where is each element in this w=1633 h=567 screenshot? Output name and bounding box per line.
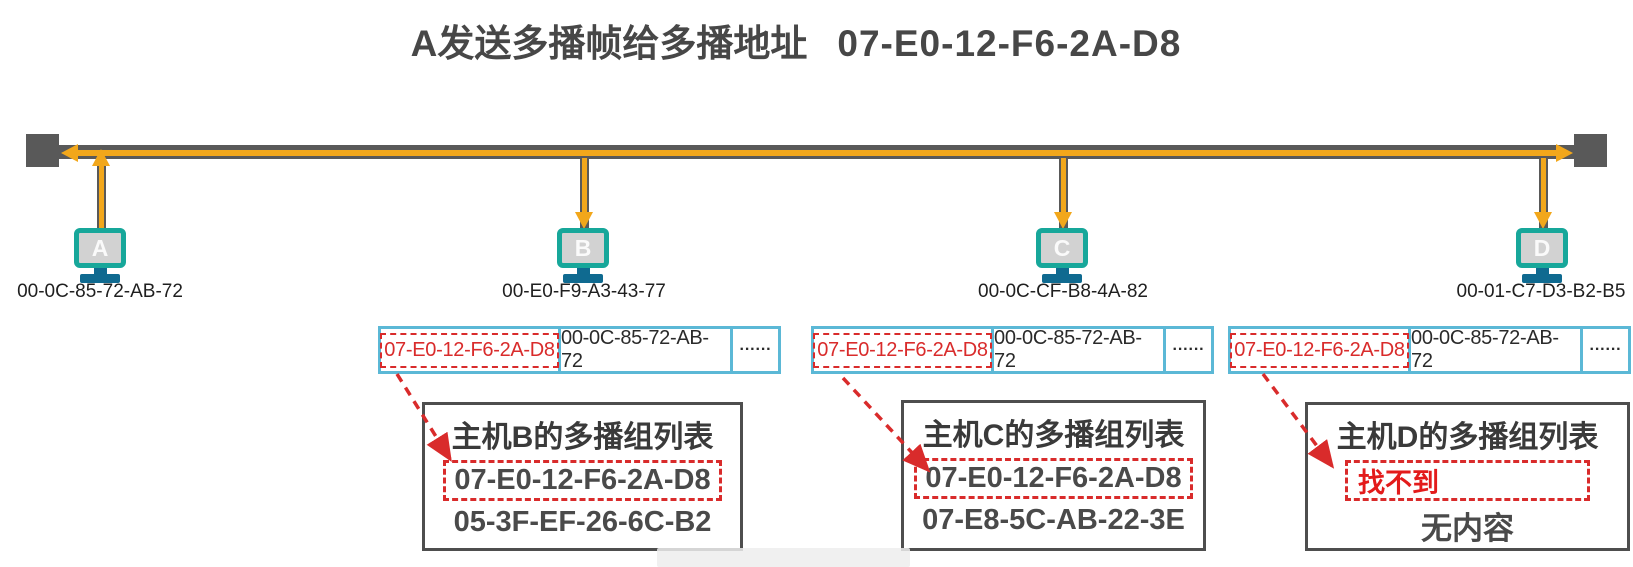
host-b-matched-address: 07-E0-12-F6-2A-D8: [443, 460, 722, 501]
arrow-down-d-icon: [1534, 212, 1552, 229]
host-d-not-found-label: 找不到: [1358, 468, 1439, 498]
host-d-mac-address: 00-01-C7-D3-B2-B5: [1456, 281, 1626, 302]
frame-c-destination-cell: 07-E0-12-F6-2A-D8: [813, 329, 994, 371]
host-d-empty-label: 无内容: [1421, 511, 1514, 546]
frame-b-destination-cell: 07-E0-12-F6-2A-D8: [380, 329, 561, 371]
frame-d-destination-cell: 07-E0-12-F6-2A-D8: [1230, 329, 1411, 371]
title-multicast-address: 07-E0-12-F6-2A-D8: [837, 23, 1182, 64]
bus-signal-line: [76, 150, 1558, 156]
host-d-computer-icon: D: [1516, 228, 1568, 283]
signal-line-c: [1061, 158, 1066, 214]
host-b-mac-address: 00-E0-F9-A3-43-77: [502, 281, 666, 302]
frame-received-by-b: 07-E0-12-F6-2A-D8 00-0C-85-72-AB-72 ····…: [378, 326, 781, 374]
host-a-stand: [93, 268, 107, 274]
frame-d-source-address: 00-0C-85-72-AB-72: [1411, 327, 1583, 372]
arrow-down-b-icon: [575, 212, 593, 229]
host-b-stand-base: [563, 274, 603, 283]
host-c-mac-address: 00-0C-CF-B8-4A-82: [978, 281, 1148, 302]
title-text: A发送多播帧给多播地址: [410, 23, 808, 64]
frame-received-by-d: 07-E0-12-F6-2A-D8 00-0C-85-72-AB-72 ····…: [1228, 326, 1631, 374]
host-c-matched-address: 07-E0-12-F6-2A-D8: [914, 458, 1193, 499]
host-b-multicast-group-list: 主机B的多播组列表 07-E0-12-F6-2A-D8 05-3F-EF-26-…: [422, 402, 743, 551]
host-c-stand-base: [1042, 274, 1082, 283]
frame-c-source-address: 00-0C-85-72-AB-72: [994, 327, 1166, 372]
frame-c-destination-address: 07-E0-12-F6-2A-D8: [813, 332, 992, 368]
host-b-label: B: [557, 228, 609, 268]
frame-d-payload-ellipsis: ······: [1589, 341, 1622, 358]
host-b-other-address: 05-3F-EF-26-6C-B2: [453, 506, 712, 538]
host-b-computer-icon: B: [557, 228, 609, 283]
host-b-list-title: 主机B的多播组列表: [451, 421, 714, 454]
frame-b-destination-address: 07-E0-12-F6-2A-D8: [380, 332, 559, 368]
host-d-stand: [1535, 268, 1549, 274]
host-c-list-title: 主机C的多播组列表: [922, 419, 1185, 452]
bus-arrow-left-icon: [61, 144, 78, 162]
host-a-label: A: [74, 228, 126, 268]
host-c-stand: [1055, 268, 1069, 274]
page-title: A发送多播帧给多播地址 07-E0-12-F6-2A-D8: [0, 13, 1592, 67]
host-a-computer-icon: A: [74, 228, 126, 283]
host-d-multicast-group-list: 主机D的多播组列表 找不到 无内容: [1305, 402, 1630, 551]
bus-arrow-right-icon: [1556, 144, 1573, 162]
host-c-multicast-group-list: 主机C的多播组列表 07-E0-12-F6-2A-D8 07-E8-5C-AB-…: [901, 400, 1206, 551]
frame-b-source-address: 00-0C-85-72-AB-72: [561, 327, 733, 372]
arrow-down-c-icon: [1054, 212, 1072, 229]
host-c-computer-icon: C: [1036, 228, 1088, 283]
frame-received-by-c: 07-E0-12-F6-2A-D8 00-0C-85-72-AB-72 ····…: [811, 326, 1214, 374]
host-a-stand-base: [80, 274, 120, 283]
host-d-label: D: [1516, 228, 1568, 268]
host-a-mac-address: 00-0C-85-72-AB-72: [17, 281, 183, 302]
signal-line-a: [99, 164, 104, 232]
watermark: [657, 548, 910, 567]
signal-line-d: [1541, 158, 1546, 214]
frame-d-destination-address: 07-E0-12-F6-2A-D8: [1230, 332, 1409, 368]
frame-b-payload-ellipsis: ······: [739, 341, 772, 358]
host-d-stand-base: [1522, 274, 1562, 283]
frame-c-payload-ellipsis: ······: [1172, 341, 1205, 358]
host-b-stand: [576, 268, 590, 274]
host-d-list-title: 主机D的多播组列表: [1336, 421, 1599, 454]
arrow-up-a-icon: [92, 149, 110, 166]
host-c-label: C: [1036, 228, 1088, 268]
host-c-other-address: 07-E8-5C-AB-22-3E: [922, 504, 1185, 536]
signal-line-b: [582, 158, 587, 214]
host-d-not-found-box: 找不到: [1345, 460, 1590, 501]
